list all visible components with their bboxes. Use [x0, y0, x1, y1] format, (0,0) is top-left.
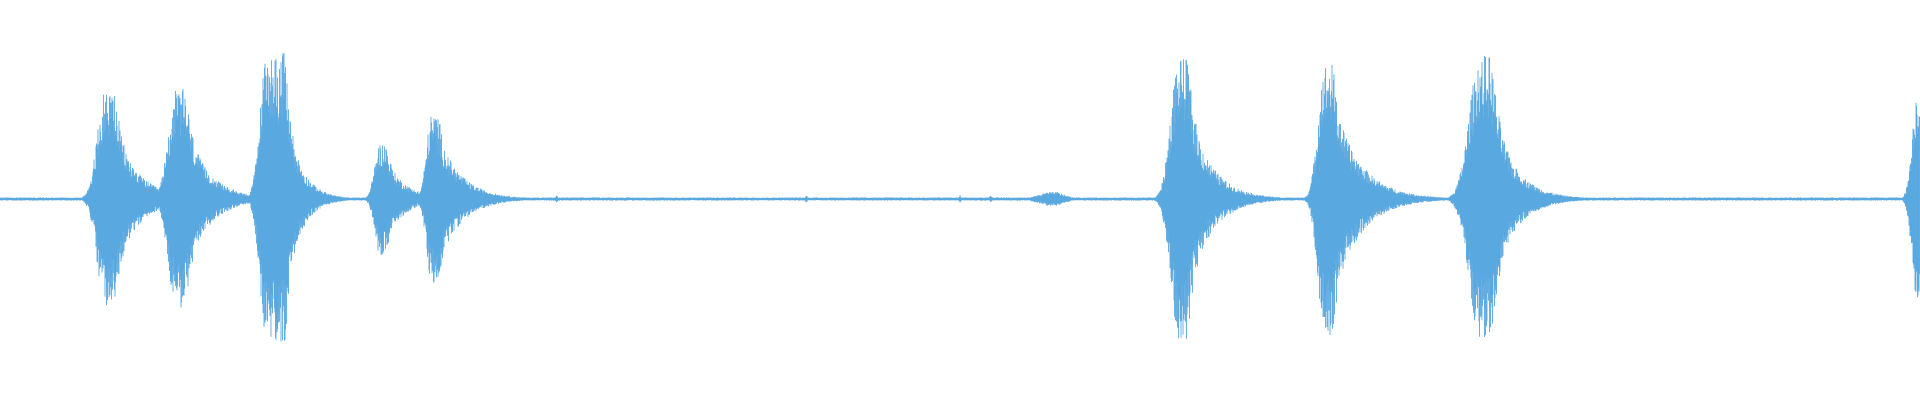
waveform-body: [0, 53, 1920, 342]
waveform-trace: [0, 53, 1920, 342]
